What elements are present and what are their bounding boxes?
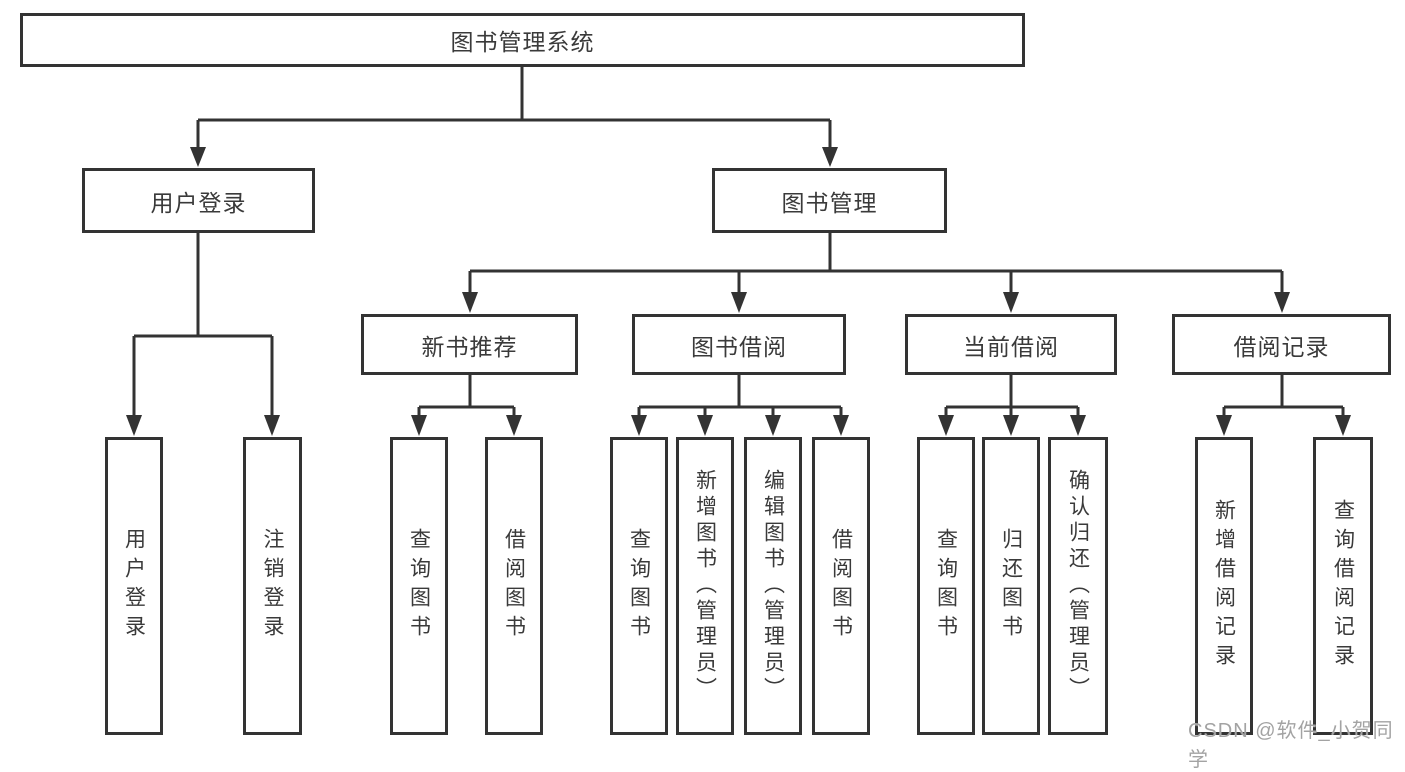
leaf-query-books-borrowing: 查询图书	[610, 437, 668, 735]
leaf-query-books-current: 查询图书	[917, 437, 975, 735]
leaf-user-login: 用户登录	[105, 437, 163, 735]
leaf-query-books-newbooks: 查询图书	[390, 437, 448, 735]
csdn-watermark: CSDN @软件_小贺同学	[1188, 720, 1394, 771]
leaf-borrow-books-newbooks: 借阅图书	[485, 437, 543, 735]
leaf-logout: 注销登录	[243, 437, 302, 735]
leaf-add-book-admin: 新增图书（管理员）	[676, 437, 734, 735]
leaf-edit-book-admin: 编辑图书（管理员）	[744, 437, 802, 735]
leaf-query-borrow-record: 查询借阅记录	[1313, 437, 1373, 735]
leaf-borrow-books-borrowing: 借阅图书	[812, 437, 870, 735]
node-current-borrowing: 当前借阅	[905, 314, 1117, 375]
leaf-add-borrow-record: 新增借阅记录	[1195, 437, 1253, 735]
node-user-login: 用户登录	[82, 168, 315, 233]
node-book-management: 图书管理	[712, 168, 947, 233]
connector-lines	[126, 67, 1351, 436]
diagram-canvas: 图书管理系统 用户登录 图书管理 新书推荐 图书借阅 当前借阅 借阅记录 用户登…	[20, 13, 1393, 771]
leaf-return-book: 归还图书	[982, 437, 1040, 735]
node-borrowing-records: 借阅记录	[1172, 314, 1391, 375]
leaf-confirm-return-admin: 确认归还（管理员）	[1048, 437, 1108, 735]
node-book-borrowing: 图书借阅	[632, 314, 846, 375]
node-new-book-recommend: 新书推荐	[361, 314, 578, 375]
node-library-system: 图书管理系统	[20, 13, 1025, 67]
